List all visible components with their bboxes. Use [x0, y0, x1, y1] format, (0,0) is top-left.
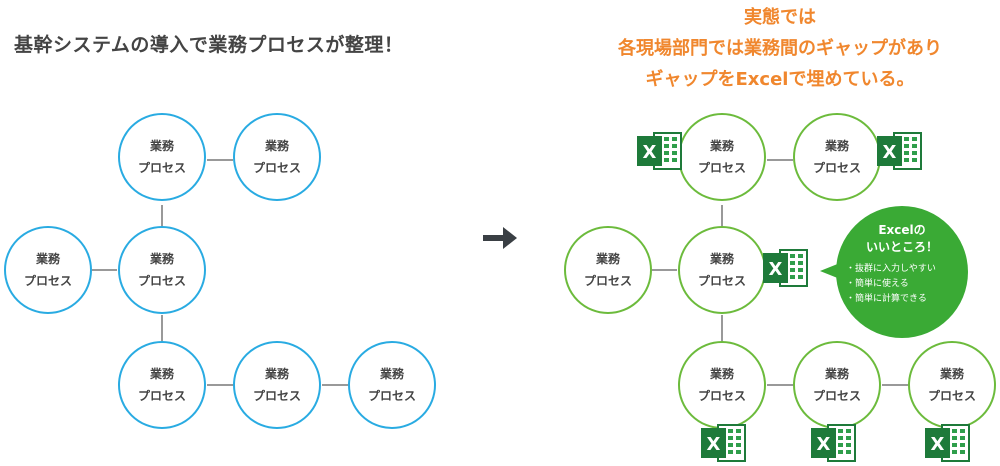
node-label-1: 業務 [264, 367, 289, 381]
process-node: 業務プロセス [118, 226, 206, 314]
node-label-2: プロセス [137, 161, 186, 175]
node-label-2: プロセス [697, 389, 746, 403]
node-label-1: 業務 [595, 252, 620, 266]
process-node: 業務プロセス [4, 226, 92, 314]
process-node: 業務プロセス [678, 341, 766, 429]
excel-benefits-bubble: Excelの いいところ！ 抜群に入力しやすい 簡単に使える 簡単に計算できる [836, 206, 968, 338]
excel-icon-letter: X [769, 259, 783, 280]
node-label-1: 業務 [149, 252, 174, 266]
excel-icon-letter: X [643, 142, 657, 163]
right-arrow-icon [483, 227, 517, 249]
excel-icon-letter: X [883, 142, 897, 163]
node-label-2: プロセス [583, 274, 632, 288]
process-node: 業務プロセス [678, 226, 766, 314]
node-label-1: 業務 [149, 367, 174, 381]
excel-icon-letter: X [817, 434, 831, 455]
node-label-2: プロセス [367, 389, 416, 403]
left-title: 基幹システムの導入で業務プロセスが整理！ [14, 34, 404, 56]
node-label-1: 業務 [824, 139, 849, 153]
node-label-2: プロセス [927, 389, 976, 403]
process-node: 業務プロセス [118, 113, 206, 201]
right-title: 実態では 各現場部門では業務間のギャップがあり ギャップをExcelで埋めている… [570, 2, 990, 95]
excel-icon: X [811, 424, 856, 462]
node-label-2: プロセス [252, 389, 301, 403]
node-label-1: 業務 [149, 139, 174, 153]
node-label-1: 業務 [709, 139, 734, 153]
process-node: 業務プロセス [118, 341, 206, 429]
process-node: 業務プロセス [678, 113, 766, 201]
excel-icon: X [637, 132, 682, 170]
excel-icon-letter: X [931, 434, 945, 455]
right-title-line-1: 実態では [744, 7, 816, 28]
right-title-line-2: 各現場部門では業務間のギャップがあり [618, 38, 942, 59]
process-node: 業務プロセス [348, 341, 436, 429]
node-label-1: 業務 [709, 252, 734, 266]
node-label-2: プロセス [137, 389, 186, 403]
excel-icon: X [763, 249, 808, 287]
excel-icon: X [877, 132, 922, 170]
node-label-1: 業務 [379, 367, 404, 381]
bubble-title-1: Excelの [878, 223, 926, 237]
node-label-1: 業務 [35, 252, 60, 266]
benefit-item: 簡単に使える [846, 277, 968, 292]
process-node: 業務プロセス [908, 341, 996, 429]
node-label-2: プロセス [137, 274, 186, 288]
node-label-1: 業務 [824, 367, 849, 381]
node-label-1: 業務 [939, 367, 964, 381]
process-node: 業務プロセス [793, 113, 881, 201]
excel-icon-letter: X [707, 434, 721, 455]
excel-icon: X [925, 424, 970, 462]
node-label-2: プロセス [697, 274, 746, 288]
bubble-tail [820, 263, 840, 279]
process-node: 業務プロセス [233, 113, 321, 201]
benefit-item: 抜群に入力しやすい [846, 262, 968, 277]
node-label-2: プロセス [23, 274, 72, 288]
benefit-item: 簡単に計算できる [846, 292, 968, 307]
node-label-1: 業務 [709, 367, 734, 381]
right-title-line-3: ギャップをExcelで埋めている。 [645, 69, 915, 90]
node-label-2: プロセス [812, 389, 861, 403]
process-node: 業務プロセス [564, 226, 652, 314]
excel-icon: X [701, 424, 746, 462]
node-label-2: プロセス [697, 161, 746, 175]
bubble-title-2: いいところ！ [865, 240, 938, 254]
node-label-2: プロセス [812, 161, 861, 175]
benefit-list: 抜群に入力しやすい 簡単に使える 簡単に計算できる [836, 262, 968, 307]
process-node: 業務プロセス [233, 341, 321, 429]
node-label-1: 業務 [264, 139, 289, 153]
node-label-2: プロセス [252, 161, 301, 175]
process-node: 業務プロセス [793, 341, 881, 429]
